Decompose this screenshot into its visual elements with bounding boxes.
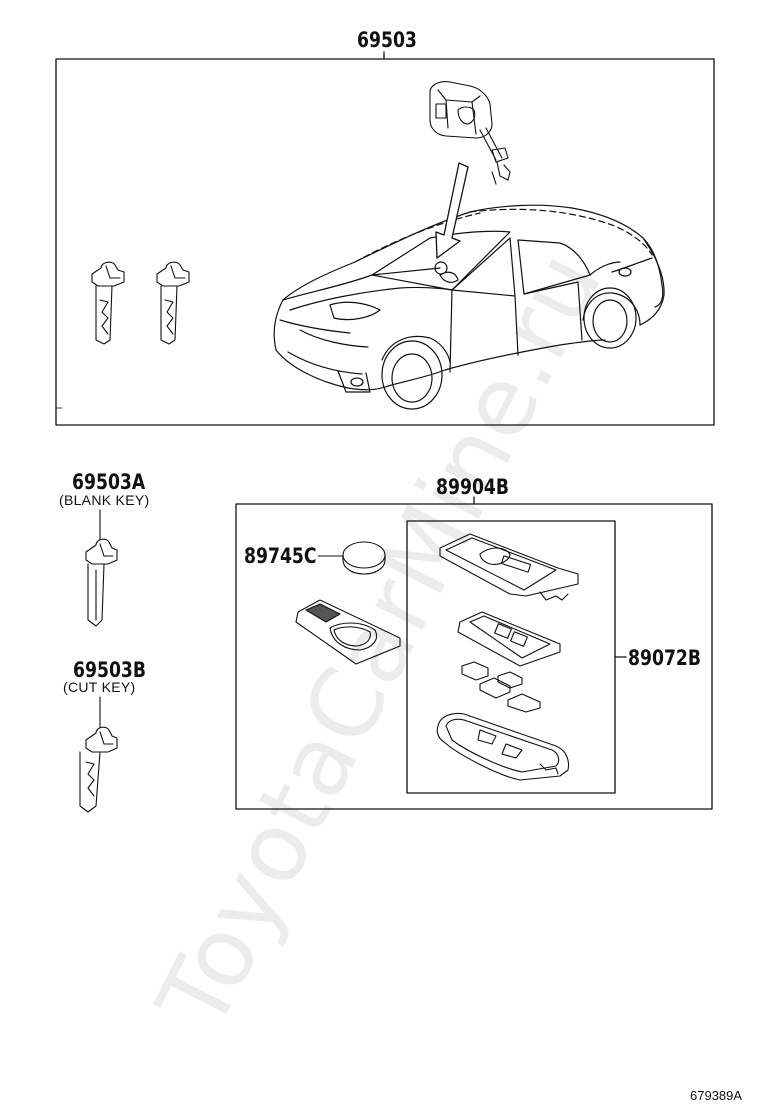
blank-key-note: (BLANK KEY) <box>59 492 150 508</box>
part-number-69503a: 69503A <box>72 470 146 494</box>
frame-key-1 <box>91 261 125 345</box>
transmitter-board-drawing <box>457 611 561 667</box>
lock-set-frame <box>55 51 715 426</box>
part-number-69503b: 69503B <box>73 658 147 682</box>
part-number-89072b: 89072B <box>628 646 702 670</box>
cut-key-note: (CUT KEY) <box>63 679 136 695</box>
document-number: 679389A <box>690 1088 743 1103</box>
cut-key-drawing <box>79 696 118 813</box>
callout-arrow <box>435 162 469 259</box>
transmitter-cover-drawing <box>439 533 579 601</box>
frame-key-2 <box>156 261 190 345</box>
part-number-89904b: 89904B <box>436 475 510 499</box>
battery-drawing <box>317 541 386 575</box>
part-number-69503: 69503 <box>357 28 417 52</box>
car-illustration <box>273 204 665 410</box>
transmitter-case-drawing <box>436 712 570 781</box>
part-number-89745c: 89745C <box>244 544 317 568</box>
battery-holder-drawing <box>295 599 401 665</box>
transmitter-buttons-drawing <box>461 661 541 713</box>
blank-key-drawing <box>85 509 118 627</box>
ignition-lock-cylinder <box>429 81 511 185</box>
transmitter-frame <box>235 496 713 810</box>
